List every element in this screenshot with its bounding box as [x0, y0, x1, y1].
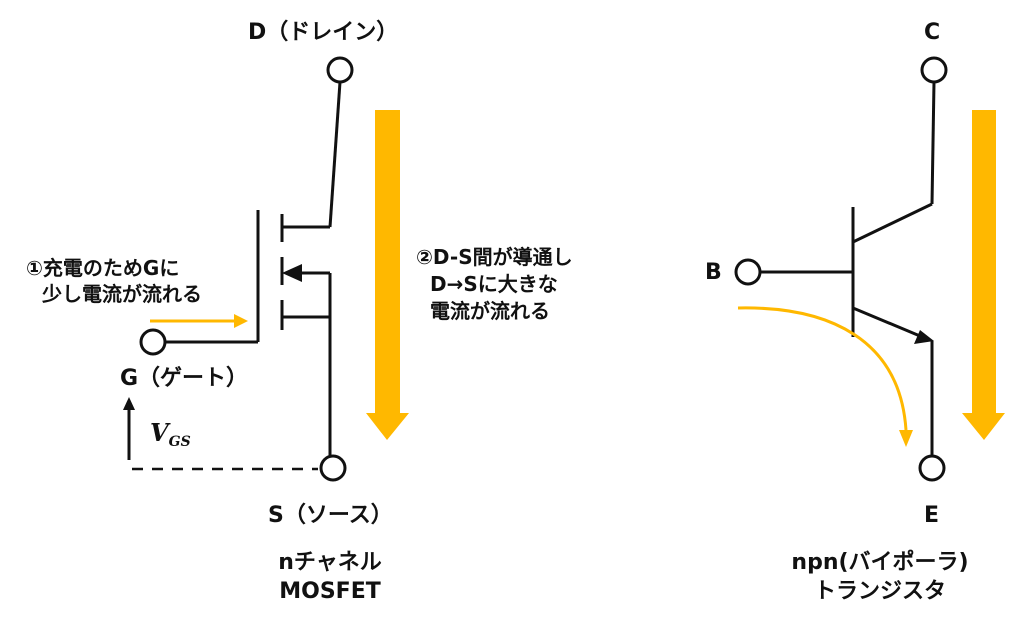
ce-current-arrow-shaft [972, 110, 996, 415]
drain-lead [328, 81, 342, 228]
note2-line3: 電流が流れる [430, 299, 550, 323]
emitter-label: E [924, 503, 939, 528]
base-terminal [734, 258, 762, 286]
vgs-arrow-head [123, 397, 135, 410]
ds-current-arrow-head [366, 413, 409, 440]
emitter-terminal [918, 454, 946, 482]
gate-label: G（ゲート） [120, 366, 248, 391]
gate-terminal [139, 328, 167, 356]
collector-terminal [920, 56, 948, 84]
source-terminal [319, 454, 347, 482]
gate-current-arrowhead [234, 314, 248, 328]
note1-line1: ①充電のためGに [26, 256, 179, 280]
collector-label: C [924, 20, 940, 45]
base-current-curve [737, 306, 908, 431]
collector-lead [930, 81, 936, 205]
drain-label: D（ドレイン） [248, 20, 398, 45]
base-label: B [705, 260, 722, 285]
note2-line2: D→Sに大きな [430, 272, 558, 296]
vgs-main: V [150, 418, 171, 447]
drain-terminal [326, 56, 354, 84]
ce-current-arrow-head [962, 413, 1005, 440]
body-arrow-head [282, 264, 302, 282]
ds-current-arrow-shaft [375, 110, 400, 415]
note1-line2: 少し電流が流れる [41, 282, 202, 306]
bjt-caption-line2: トランジスタ [814, 579, 946, 604]
mosfet-caption-line2: MOSFET [279, 579, 381, 604]
emitter-diagonal [852, 306, 921, 338]
base-current-arrowhead [899, 430, 913, 447]
mosfet-symbol [165, 81, 342, 458]
source-label: S（ソース） [268, 503, 393, 528]
vgs-sub: GS [169, 434, 191, 450]
bjt-symbol [760, 81, 936, 456]
emitter-arrow-head [914, 330, 934, 344]
vgs-label: VGS [150, 418, 191, 450]
mosfet-caption-line1: nチャネル [278, 550, 381, 575]
bjt-caption-line1: npn(バイポーラ) [791, 549, 968, 575]
collector-diagonal [852, 202, 933, 244]
note2-line1: ②D-S間が導通し [416, 245, 573, 269]
